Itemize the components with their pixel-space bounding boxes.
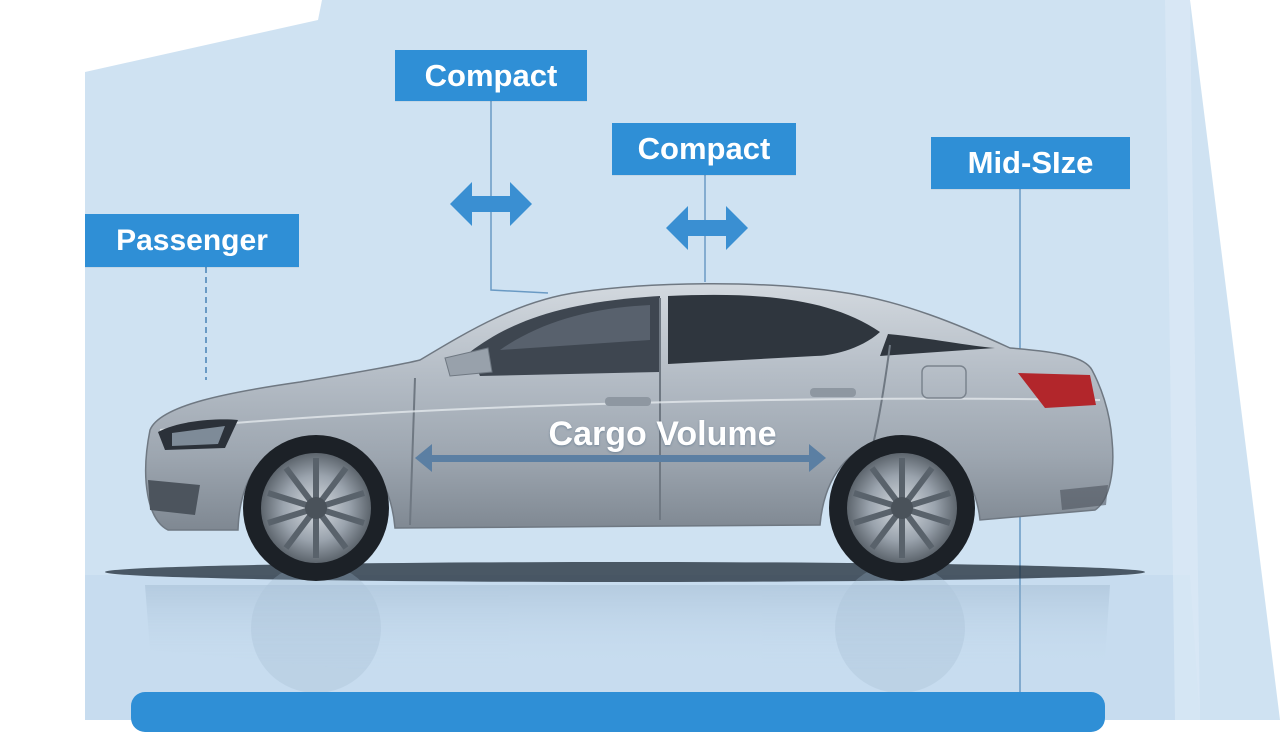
compact-label-2: Compact <box>612 123 796 175</box>
compact-label-1: Compact <box>395 50 587 101</box>
passenger-label: Passenger <box>85 214 299 267</box>
compact-1-double-arrow-icon <box>450 182 532 226</box>
compact-2-double-arrow-icon <box>666 206 748 250</box>
mid-size-label: Mid-SIze <box>931 137 1130 189</box>
ground-shadow <box>105 562 1145 582</box>
rear-wheel <box>829 435 975 581</box>
front-wheel <box>243 435 389 581</box>
compact-1-leader-line <box>490 101 549 294</box>
cargo-volume-label: Cargo Volume <box>548 414 777 453</box>
bottom-bar <box>131 692 1105 732</box>
tail-light <box>1018 373 1096 408</box>
sedan-car <box>144 282 1114 531</box>
car-windows <box>470 296 660 376</box>
car-windows-rear <box>668 294 880 364</box>
cargo-volume-arrow-icon <box>415 444 826 472</box>
car-rear-quarter-window <box>880 334 995 356</box>
car-reflection <box>145 563 1110 693</box>
background-panel-right-edge <box>1165 0 1200 720</box>
